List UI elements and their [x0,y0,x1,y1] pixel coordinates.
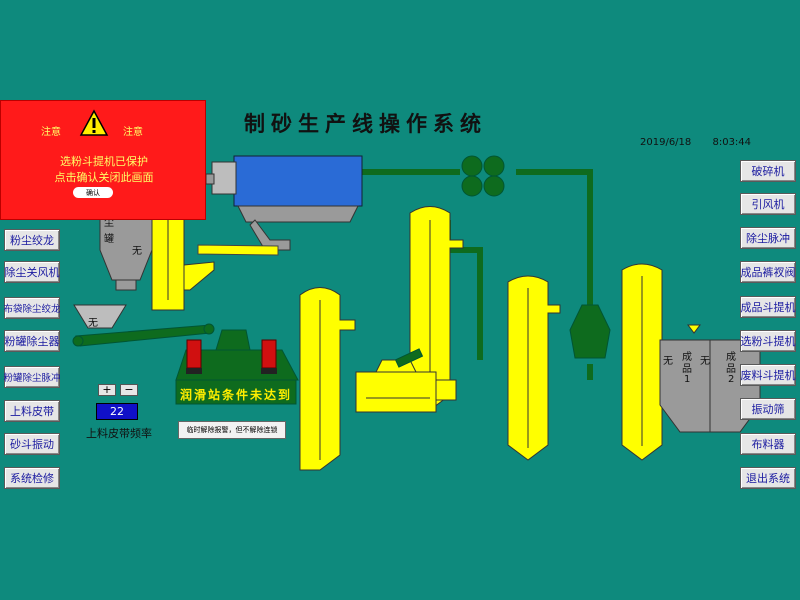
silo-label-a: 尘 [104,218,114,229]
btn-distributor[interactable]: 布料器 [740,433,796,455]
clear-alarm-button[interactable]: 临时解除报警，但不解除连锁 [178,421,286,439]
btn-vibrating-screen[interactable]: 振动筛 [740,398,796,420]
alarm-popup: 注意 注意 选粉斗提机已保护 点击确认关闭此画面 确认 [0,100,206,220]
freq-increase-button[interactable]: + [98,384,116,396]
bucket-elevator-5 [621,263,663,461]
page-title: 制砂生产线操作系统 [244,111,487,136]
warning-icon [79,109,109,136]
datetime: 2019/6/18 8:03:44 [640,137,769,148]
btn-dust-screw[interactable]: 粉尘绞龙 [4,229,60,251]
btn-feed-belt[interactable]: 上料皮带 [4,400,60,422]
freq-value[interactable]: 22 [96,403,138,420]
product1-label-a: 成 [682,352,692,363]
pipes [360,169,593,380]
btn-sand-hopper-vibration[interactable]: 砂斗振动 [4,433,60,455]
product1-label-b: 品 [682,364,692,375]
btn-powder-elevator[interactable]: 选粉斗提机 [740,330,796,352]
btn-exit-system[interactable]: 退出系统 [740,467,796,489]
btn-crusher[interactable]: 破碎机 [740,160,796,182]
alarm-line-2: 点击确认关闭此画面 [54,171,154,184]
btn-silo-dust-pulse[interactable]: 粉罐除尘脉冲 [4,366,61,388]
feed-chute [197,244,279,256]
btn-silo-dust-collector[interactable]: 粉罐除尘器 [4,330,60,352]
btn-dust-fan[interactable]: 除尘关风机 [4,261,60,283]
lube-station-status: 润滑站条件未达到 [179,388,292,402]
product1-status: 无 [663,356,673,367]
freq-label: 上料皮带频率 [86,427,152,440]
hopper [73,304,127,329]
bucket-elevator-2 [299,287,356,471]
bucket-elevator-3 [409,206,464,411]
powder-separator [569,304,611,359]
product2-label-b: 品 [726,364,736,375]
btn-bag-dust-screw[interactable]: 布袋除尘绞龙 [4,297,61,319]
product2-num: 2 [728,374,735,385]
dust-silo [99,204,153,291]
product2-status: 无 [700,356,710,367]
btn-product-elevator[interactable]: 成品斗提机 [740,296,796,318]
alarm-note-left: 注意 [41,127,61,138]
crusher [205,155,363,251]
lube-station [175,329,299,405]
date-display: 2019/6/18 [640,137,692,148]
belt-conveyor [72,323,215,347]
btn-system-maintenance[interactable]: 系统检修 [4,467,60,489]
alarm-confirm-button[interactable]: 确认 [73,187,113,198]
btn-induced-draft-fan[interactable]: 引风机 [740,193,796,215]
freq-decrease-button[interactable]: − [120,384,138,396]
alarm-note-right: 注意 [123,127,143,138]
silo-status: 无 [132,246,142,257]
vibrating-screen [355,348,457,413]
btn-waste-elevator[interactable]: 废料斗提机 [740,364,796,386]
silo-label-b: 罐 [104,234,114,245]
btn-product-valve[interactable]: 成品裤衩阀 [740,261,796,283]
roller-mill [461,155,505,197]
product1-num: 1 [684,374,691,385]
time-display: 8:03:44 [712,137,752,148]
alarm-line-1: 选粉斗提机已保护 [60,155,148,168]
hopper-status: 无 [88,318,98,329]
btn-dust-pulse[interactable]: 除尘脉冲 [740,227,796,249]
product2-label-a: 成 [726,352,736,363]
bucket-elevator-4 [507,275,561,461]
